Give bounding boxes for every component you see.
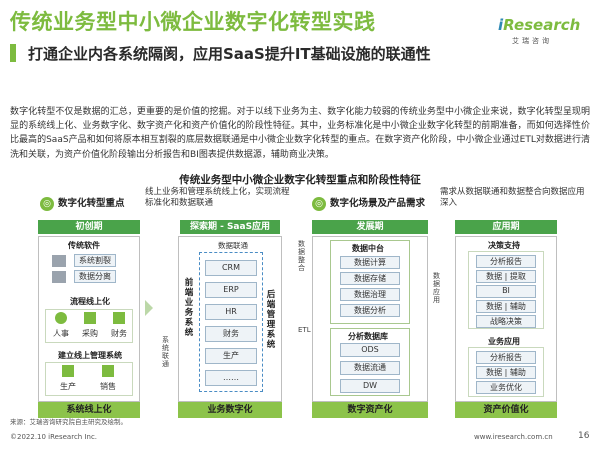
col4-item: 业务优化 <box>476 381 536 394</box>
target-icon: ◎ <box>40 196 54 211</box>
col3-box2-item: DW <box>340 379 400 393</box>
col2-right-vertical: 后端管理系统 <box>266 290 276 350</box>
col3-label-etl: ETL <box>298 326 311 334</box>
stage-3: 发展期 <box>312 220 428 234</box>
col1-item: 人事 <box>53 329 69 338</box>
windows-icon <box>52 255 66 267</box>
col3-box1-item: 数据治理 <box>340 288 400 301</box>
col4-sec1-box <box>468 251 544 329</box>
left-header: ◎数字化转型重点 <box>40 195 125 211</box>
col3-label-application: 数据应用 <box>433 272 440 304</box>
person-icon <box>55 312 67 324</box>
col1-sec2: 流程线上化 <box>70 297 110 306</box>
col3-box1-item: 数据分析 <box>340 304 400 317</box>
col1-sec2-box <box>45 309 133 343</box>
source-note: 来源：艾瑞咨询研究院自主研究及绘制。 <box>10 418 127 426</box>
col2-dashed-box <box>199 252 263 392</box>
col1-item: 系统割裂 <box>74 254 116 267</box>
col2-left-small: 系统联通 <box>162 336 169 368</box>
page-number: 16 <box>578 431 590 441</box>
col1-sec1: 传统软件 <box>68 241 100 250</box>
col4-item: BI <box>476 285 536 298</box>
note-right: 需求从数据联通和数据整合向数据应用深入 <box>440 187 585 208</box>
col2-left-vertical: 前端业务系统 <box>184 278 194 338</box>
subtitle-accent-bar <box>10 44 16 62</box>
footer-4: 资产价值化 <box>455 402 557 418</box>
col4-sec2-box <box>468 347 544 397</box>
col4-item: 分析报告 <box>476 351 536 364</box>
stage-4: 应用期 <box>455 220 557 234</box>
office-icon <box>52 271 66 283</box>
footer-1: 系统线上化 <box>38 402 140 418</box>
page-title: 传统业务型中小微企业数字化转型实践 <box>10 10 376 34</box>
col2-item: ERP <box>205 282 257 298</box>
col2-item: CRM <box>205 260 257 276</box>
cart-icon <box>84 312 96 324</box>
site-url: www.iresearch.com.cn <box>474 433 553 441</box>
footer-2: 业务数字化 <box>178 402 282 418</box>
col4-item: 分析报告 <box>476 255 536 268</box>
col3-box1-item: 数据计算 <box>340 256 400 269</box>
col3-box2-item: ODS <box>340 343 400 357</box>
col4-sec2: 业务应用 <box>488 337 520 346</box>
col1-item: 采购 <box>82 329 98 338</box>
diagram-title: 传统业务型中小微企业数字化转型重点和阶段性特征 <box>179 174 421 186</box>
col4-item: 数据 | 辅助 <box>476 300 536 313</box>
col2-item: 财务 <box>205 326 257 342</box>
scene-icon: ◎ <box>312 196 326 211</box>
col1-item: 财务 <box>111 329 127 338</box>
factory-icon <box>62 365 74 377</box>
copyright: ©2022.10 iResearch Inc. <box>10 433 98 441</box>
logo-chinese: 艾瑞咨询 <box>512 37 552 45</box>
col3-box1-item: 数据存储 <box>340 272 400 285</box>
sales-icon <box>102 365 114 377</box>
arrow-right-icon <box>145 300 153 316</box>
col2-item: …… <box>205 370 257 386</box>
finance-icon <box>113 312 125 324</box>
col1-item: 数据分离 <box>74 270 116 283</box>
col2-label-top: 数据联通 <box>218 241 248 250</box>
right-header: ◎数字化场景及产品需求 <box>312 195 425 211</box>
iresearch-logo: iResearch <box>498 16 581 34</box>
col3-box1-title: 数据中台 <box>352 244 384 253</box>
col2-item: HR <box>205 304 257 320</box>
note-left: 线上业务和管理系统线上化，实现流程标准化和数据联通 <box>145 187 290 208</box>
col1-sec3-box <box>45 362 133 396</box>
col4-item: 数据 | 提取 <box>476 270 536 283</box>
footer-3: 数字资产化 <box>312 402 428 418</box>
col1-item: 销售 <box>100 382 116 391</box>
col3-box2 <box>330 328 410 396</box>
col3-box2-title: 分析数据库 <box>348 332 388 341</box>
col3-box2-item: 数据流通 <box>340 361 400 375</box>
col4-item: 数据 | 辅助 <box>476 366 536 379</box>
col3-box1 <box>330 240 410 324</box>
col2-item: 生产 <box>205 348 257 364</box>
col4-item: 战略决策 <box>476 315 536 328</box>
col3-label-integration: 数据整合 <box>298 240 305 272</box>
col4-sec1: 决策支持 <box>488 241 520 250</box>
stage-1: 初创期 <box>38 220 140 234</box>
page-subtitle: 打通企业内各系统隔阂，应用SaaS提升IT基础设施的联通性 <box>28 45 431 63</box>
col1-item: 生产 <box>60 382 76 391</box>
col1-sec3: 建立线上管理系统 <box>58 351 122 360</box>
body-paragraph: 数字化转型不仅是数据的汇总，更重要的是价值的挖掘。对于以线下业务为主、数字化能力… <box>10 107 590 160</box>
stage-2: 探索期 - SaaS应用 <box>180 220 280 234</box>
